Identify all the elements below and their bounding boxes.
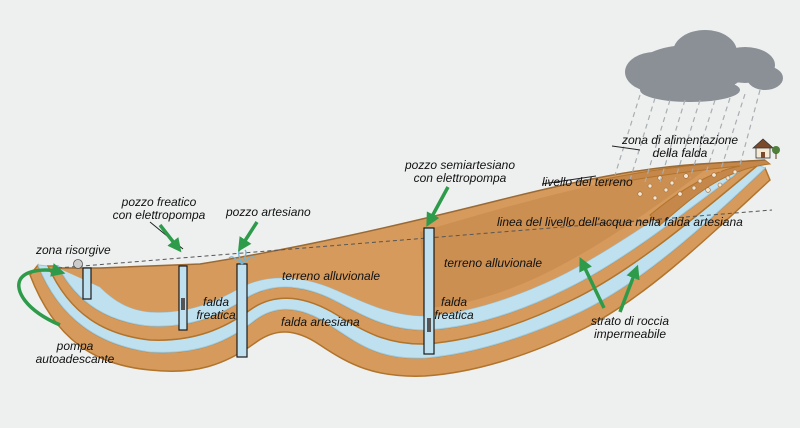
ground-surface (58, 159, 766, 269)
label-strato-roccia: strato di roccia impermeabile (575, 315, 685, 341)
label-pozzo-freatico-line1: pozzo freatico (121, 195, 197, 209)
well-semiartesian (423, 227, 435, 355)
label-falda-freatica-1-line2: freatica (196, 308, 236, 322)
label-falda-freatica-1-line1: falda (202, 295, 230, 309)
label-zona-risorgive: zona risorgive (36, 243, 111, 257)
arrow-pozzo-freatico (158, 223, 182, 253)
recharge-pebbles (637, 169, 738, 201)
well-phreatic (178, 265, 188, 331)
label-terreno-alluvionale-2: terreno alluvionale (444, 256, 543, 270)
green-arrows (17, 186, 640, 327)
label-linea-livello-acqua: linea del livello dell'acqua nella falda… (497, 215, 743, 229)
artesian-level-line (57, 209, 773, 269)
label-zona-alimentazione: zona di alimentazione della falda (610, 134, 750, 160)
label-pompa-autoadescante: pompa autoadescante (20, 340, 130, 366)
label-pozzo-semiartesiano: pozzo semiartesiano con elettropompa (395, 159, 525, 185)
label-falda-freatica-2-line2: freatica (434, 308, 474, 322)
label-terreno-alluvionale-1: terreno alluvionale (282, 269, 381, 283)
label-livello-terreno: livello del terreno (542, 175, 633, 189)
label-pozzo-freatico: pozzo freatico con elettropompa (94, 196, 224, 222)
label-falda-freatica-2: falda freatica (430, 296, 478, 322)
well-risorgive (73, 259, 92, 300)
label-pozzo-semiartesiano-line2: con elettropompa (413, 171, 507, 185)
label-pompa-line2: autoadescante (35, 352, 115, 366)
cloud (625, 30, 783, 102)
label-falda-artesiana: falda artesiana (281, 315, 360, 329)
label-zona-alimentazione-line1: zona di alimentazione (621, 133, 739, 147)
label-strato-roccia-line1: strato di roccia (590, 314, 670, 328)
label-pompa-line1: pompa (56, 339, 94, 353)
label-strato-roccia-line2: impermeabile (593, 327, 667, 341)
label-pozzo-semiartesiano-line1: pozzo semiartesiano (404, 158, 516, 172)
label-zona-alimentazione-line2: della falda (652, 146, 708, 160)
rain (614, 89, 761, 183)
label-falda-freatica-2-line1: falda (440, 295, 468, 309)
arrow-strato-1 (579, 256, 606, 309)
house-icon (751, 138, 780, 159)
label-pozzo-freatico-line2: con elettropompa (112, 208, 206, 222)
label-pozzo-artesiano: pozzo artesiano (226, 205, 311, 219)
arrow-strato-2 (618, 264, 640, 313)
alluvial-soil-shade (420, 170, 705, 308)
arrow-pozzo-semiartesiano (426, 186, 450, 227)
arrow-pompa (17, 263, 66, 327)
label-falda-freatica-1: falda freatica (192, 296, 240, 322)
well-artesian (228, 249, 256, 358)
arrow-pozzo-artesiano (237, 221, 259, 252)
